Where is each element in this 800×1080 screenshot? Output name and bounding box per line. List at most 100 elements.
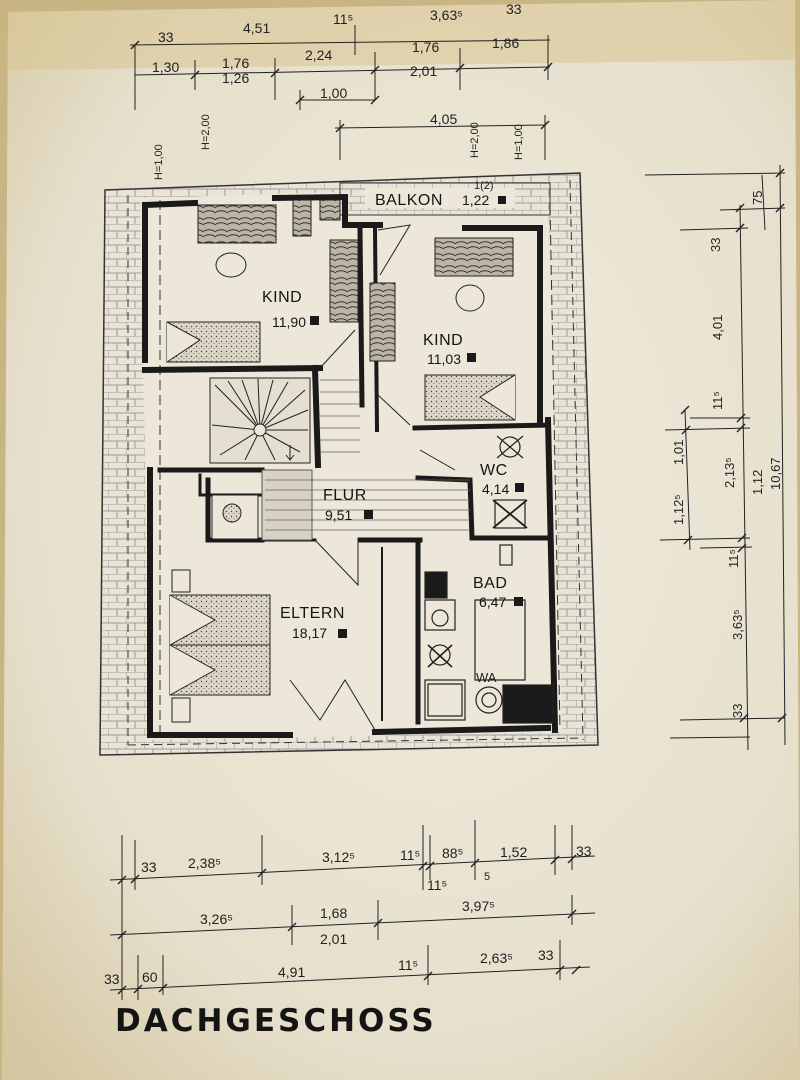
doors <box>289 224 456 731</box>
room-area-flur: 9,51 <box>325 507 352 523</box>
bottom-dim-491: 4,91 <box>278 964 305 980</box>
bottom-dim-115-sub: 11⁵ <box>427 877 447 893</box>
room-name-kind-right: KIND <box>423 332 463 349</box>
bottom-dim-60: 60 <box>142 969 158 985</box>
room-name-kind-left: KIND <box>262 289 302 306</box>
wc-fixtures <box>492 435 528 566</box>
chimney-flue-icon <box>222 503 242 523</box>
height-label-4: H=1,00 <box>513 124 525 160</box>
bottom-dim-5-sub: 5 <box>484 871 490 883</box>
top-dim-405: 4,05 <box>430 111 457 127</box>
cabinet-kind-right <box>434 237 514 277</box>
top-dim-176-b: 1,76 <box>412 39 439 55</box>
right-dim-75: 75 <box>750 191 765 205</box>
top-dim-130: 1,30 <box>152 59 179 75</box>
bottom-dimension-chains <box>109 820 596 1000</box>
sheet-title: DACHGESCHOSS <box>115 1003 437 1039</box>
right-dim-115-b: 11⁵ <box>726 549 741 568</box>
area-marker-kind-right <box>467 353 476 362</box>
stair-landing <box>261 469 313 541</box>
top-dim-3635: 3,63⁵ <box>430 7 463 23</box>
height-label-1: H=1,00 <box>153 144 165 180</box>
bottom-dim-152: 1,52 <box>500 844 527 860</box>
top-dim-201: 2,01 <box>410 63 437 79</box>
right-dim-101: 1,01 <box>671 440 686 465</box>
bottom-dim-115-b: 11⁵ <box>398 957 418 973</box>
bottom-dim-33-b: 33 <box>576 843 592 859</box>
wardrobe-kind-right <box>369 282 396 362</box>
area-marker-flur <box>364 510 373 519</box>
washer-label: WA <box>476 670 497 685</box>
bottom-dim-3975: 3,97⁵ <box>462 898 495 914</box>
room-name-flur: FLUR <box>323 487 367 504</box>
bottom-dim-33-c: 33 <box>104 971 120 987</box>
right-dim-115-a: 11⁵ <box>710 391 725 410</box>
table-kind-left <box>215 252 247 278</box>
room-area-kind-left: 11,90 <box>272 314 306 330</box>
room-area-kind-right: 11,03 <box>427 351 461 367</box>
wardrobe-kind-left <box>329 239 359 323</box>
right-dim-1067: 10,67 <box>768 457 783 490</box>
top-dim-33-right: 33 <box>506 1 522 17</box>
area-marker-bad <box>514 597 523 606</box>
height-label-2: H=2,00 <box>200 114 212 150</box>
top-dimension-chains <box>129 25 551 160</box>
top-dim-451: 4,51 <box>243 20 270 36</box>
bottom-dim-33-d: 33 <box>538 947 554 963</box>
nightstand-bottom <box>171 697 191 723</box>
right-dim-3635: 3,63⁵ <box>730 609 745 640</box>
area-marker-eltern <box>338 629 347 638</box>
nightstand-top <box>171 569 191 593</box>
right-dim-1125: 1,12⁵ <box>671 494 686 525</box>
room-area-bad: 6,47 <box>479 594 506 610</box>
balkon-sublabel: 1(2) <box>474 180 494 192</box>
table-kind-right <box>455 284 485 312</box>
area-marker-kind-left <box>310 316 319 325</box>
cabinet-kind-left <box>197 204 277 244</box>
top-dim-224: 2,24 <box>305 47 332 63</box>
room-area-balkon: 1,22 <box>462 192 489 208</box>
top-dim-100: 1,00 <box>320 85 347 101</box>
bottom-dim-115-a: 11⁵ <box>400 847 420 863</box>
top-dim-186: 1,86 <box>492 35 519 51</box>
area-marker-wc <box>515 483 524 492</box>
height-label-3: H=2,00 <box>469 122 481 158</box>
balcony-area-marker <box>498 196 506 204</box>
top-dim-115: 11⁵ <box>333 11 353 27</box>
bottom-dim-3265: 3,26⁵ <box>200 911 233 927</box>
walls <box>141 193 559 738</box>
bed-kind-left <box>166 321 261 363</box>
balcony <box>339 182 551 216</box>
room-area-wc: 4,14 <box>482 481 509 497</box>
bed-kind-right <box>424 374 516 421</box>
top-dim-33-left: 33 <box>158 29 174 45</box>
right-dim-33-top: 33 <box>708 238 723 252</box>
top-dim-176-a: 1,76 <box>222 55 249 71</box>
balcony-block <box>319 199 341 221</box>
right-dim-2135: 2,13⁵ <box>722 457 737 488</box>
room-area-eltern: 18,17 <box>292 625 327 641</box>
room-name-bad: BAD <box>473 575 507 592</box>
bottom-dim-3125: 3,12⁵ <box>322 849 355 865</box>
top-dimension-ticks <box>130 40 553 133</box>
staircase <box>209 377 311 464</box>
bottom-dim-885: 88⁵ <box>442 845 463 861</box>
bath-fixtures <box>424 571 554 724</box>
right-dim-401: 4,01 <box>710 315 725 340</box>
room-name-wc: WC <box>480 462 508 479</box>
right-dim-33-bottom: 33 <box>730 704 745 718</box>
bottom-dim-201: 2,01 <box>320 931 347 947</box>
bottom-dim-168: 1,68 <box>320 905 347 921</box>
bottom-dimension-ticks <box>117 854 581 995</box>
double-bed-eltern <box>169 594 271 696</box>
right-dimension-ticks <box>680 168 787 723</box>
room-name-eltern: ELTERN <box>280 605 345 622</box>
chimney-block <box>292 199 312 237</box>
bottom-dim-2385: 2,38⁵ <box>188 855 221 871</box>
right-dim-112: 1,12 <box>750 470 765 495</box>
bottom-dim-2635: 2,63⁵ <box>480 950 513 966</box>
top-dim-126: 1,26 <box>222 70 249 86</box>
bottom-dim-33-a: 33 <box>141 859 157 875</box>
room-name-balkon: BALKON <box>375 192 443 209</box>
